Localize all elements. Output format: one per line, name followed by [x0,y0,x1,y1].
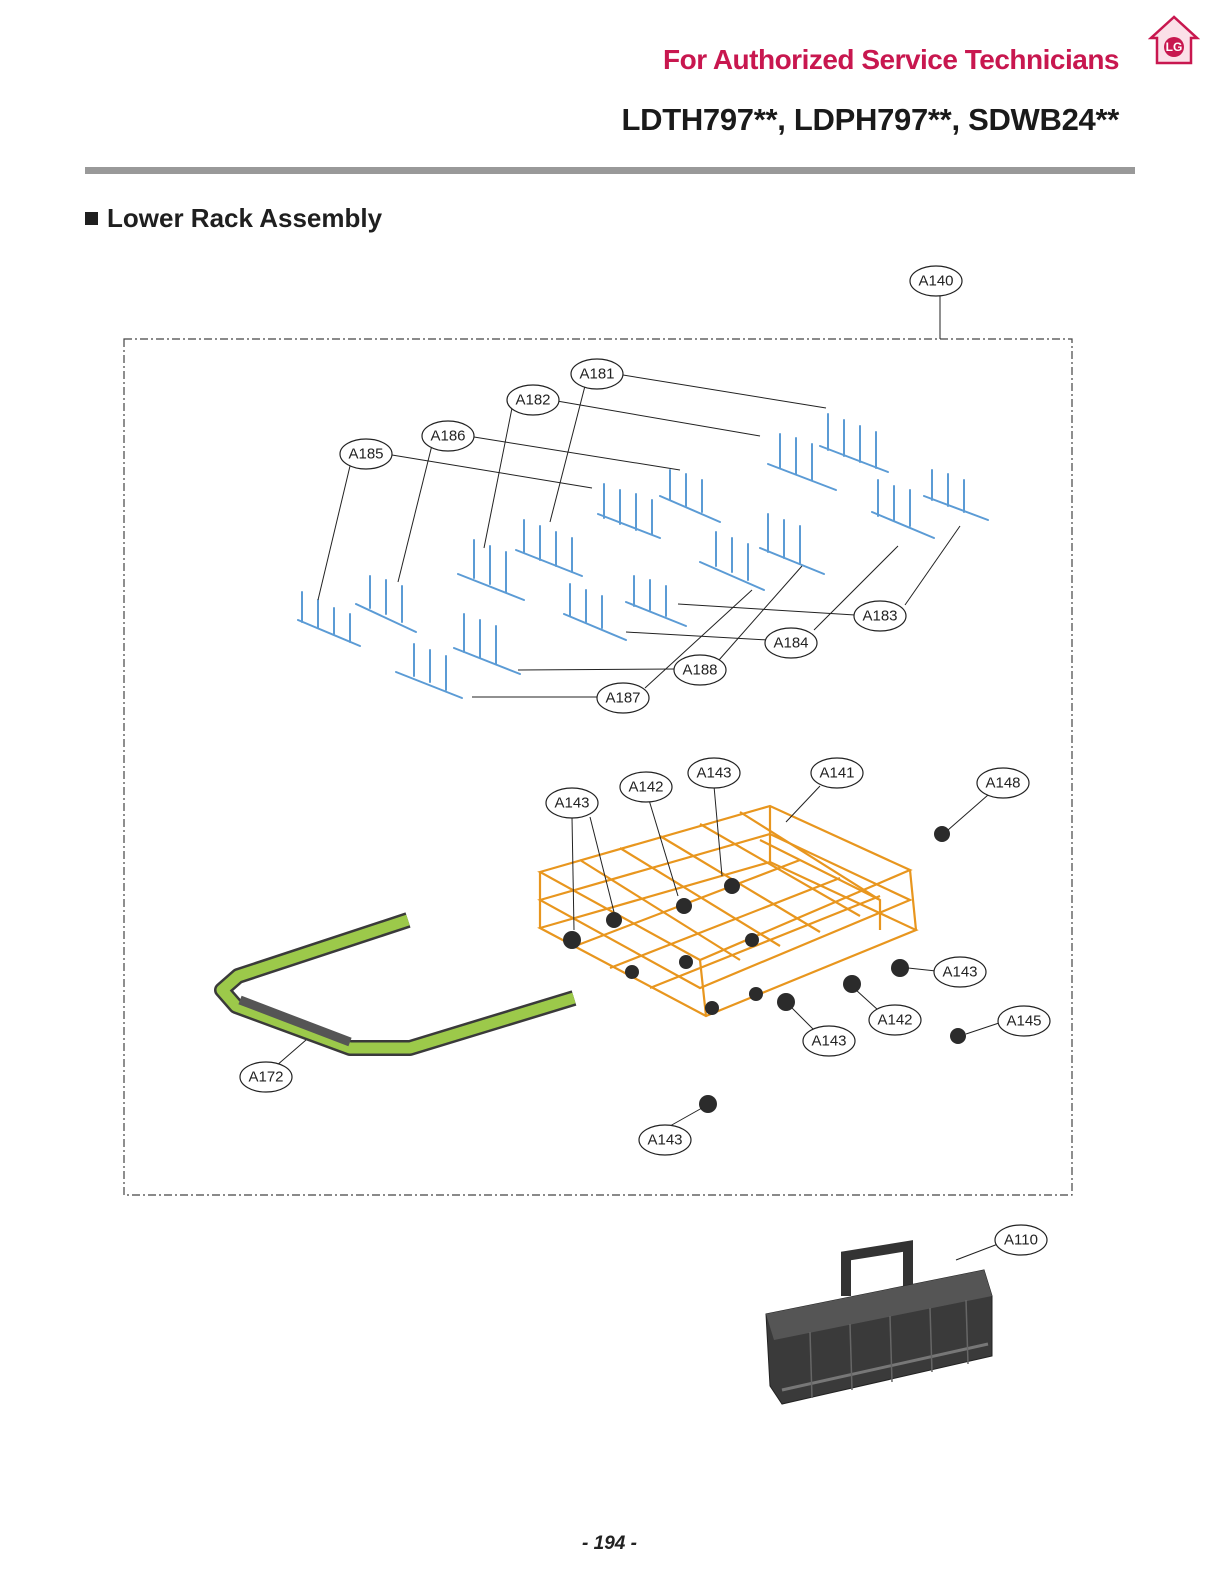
tine-row-a184b [871,479,935,539]
svg-text:A143: A143 [647,1132,682,1149]
section-heading: Lower Rack Assembly [85,203,382,234]
tine-row-a187b [759,513,825,575]
callout-a143-left: A143 [545,787,599,819]
tine-row-a183b [923,469,989,521]
svg-text:A181: A181 [579,366,614,383]
svg-text:A182: A182 [515,392,550,409]
tine-row-a187 [395,643,463,699]
callout-a145: A145 [997,1005,1051,1037]
tine-row-a184 [563,583,627,641]
tine-row-a185 [297,591,361,647]
svg-text:A140: A140 [918,273,953,290]
svg-text:A110: A110 [1004,1232,1038,1249]
assembly-boundary [123,338,1073,1196]
lg-home-icon: LG [1148,15,1200,65]
callout-a186: A186 [421,420,475,452]
section-title: Lower Rack Assembly [107,203,383,233]
square-bullet-icon [85,212,98,225]
tine-row-a188b [699,531,765,591]
svg-text:A143: A143 [696,765,731,782]
svg-text:A141: A141 [819,765,854,782]
svg-text:LG: LG [1166,40,1183,54]
callout-a142-top: A142 [619,771,673,803]
callout-a148: A148 [976,767,1030,799]
callout-a143-top: A143 [687,757,741,789]
callout-a143-lone: A143 [638,1124,692,1156]
callout-a140: A140 [909,265,963,297]
svg-text:A172: A172 [248,1069,283,1086]
svg-text:A143: A143 [942,964,977,981]
callout-a188: A188 [673,654,727,686]
lower-rack-basket [537,804,919,1018]
tine-row-a186 [355,575,417,633]
callout-a184: A184 [764,627,818,659]
callout-a181: A181 [570,358,624,390]
svg-text:A185: A185 [348,446,383,463]
service-subtitle: For Authorized Service Technicians [662,44,1120,75]
tine-row-a181b [819,413,889,473]
svg-text:A148: A148 [985,775,1020,792]
svg-text:A187: A187 [605,690,640,707]
callout-a142-bottom: A142 [868,1004,922,1036]
callout-a182: A182 [506,384,560,416]
tine-row-a182b [767,433,837,491]
callout-a187: A187 [596,682,650,714]
tine-row-a188 [453,613,521,675]
tine-row-a181a [515,519,583,577]
svg-text:A143: A143 [811,1033,846,1050]
callout-a183: A183 [853,600,907,632]
svg-text:A143: A143 [554,795,589,812]
leader-lines [275,374,1003,1261]
svg-text:A142: A142 [628,779,663,796]
cutlery-basket [765,1240,993,1405]
header-divider [85,167,1135,174]
tine-row-a186b [659,469,721,523]
svg-text:A183: A183 [862,608,897,625]
tine-row-group [297,413,989,699]
tine-row-mid [597,483,661,539]
model-numbers: LDTH797**, LDPH797**, SDWB24** [621,102,1119,137]
svg-text:A145: A145 [1006,1013,1041,1030]
tine-row-a183a [625,575,687,627]
callout-a110: A110 [994,1224,1048,1256]
svg-text:A188: A188 [682,662,717,679]
callout-a172: A172 [239,1061,293,1093]
callout-a143-bottom: A143 [802,1025,856,1057]
callout-a185: A185 [339,438,393,470]
svg-text:A186: A186 [430,428,465,445]
svg-text:A142: A142 [877,1012,912,1029]
rack-wheels [563,826,966,1113]
callout-a143-right: A143 [933,956,987,988]
tine-row-a182a [457,539,525,601]
rack-rail [214,912,577,1056]
callout-a141: A141 [810,757,864,789]
svg-text:A184: A184 [773,635,808,652]
page-number: - 194 - [582,1533,637,1554]
